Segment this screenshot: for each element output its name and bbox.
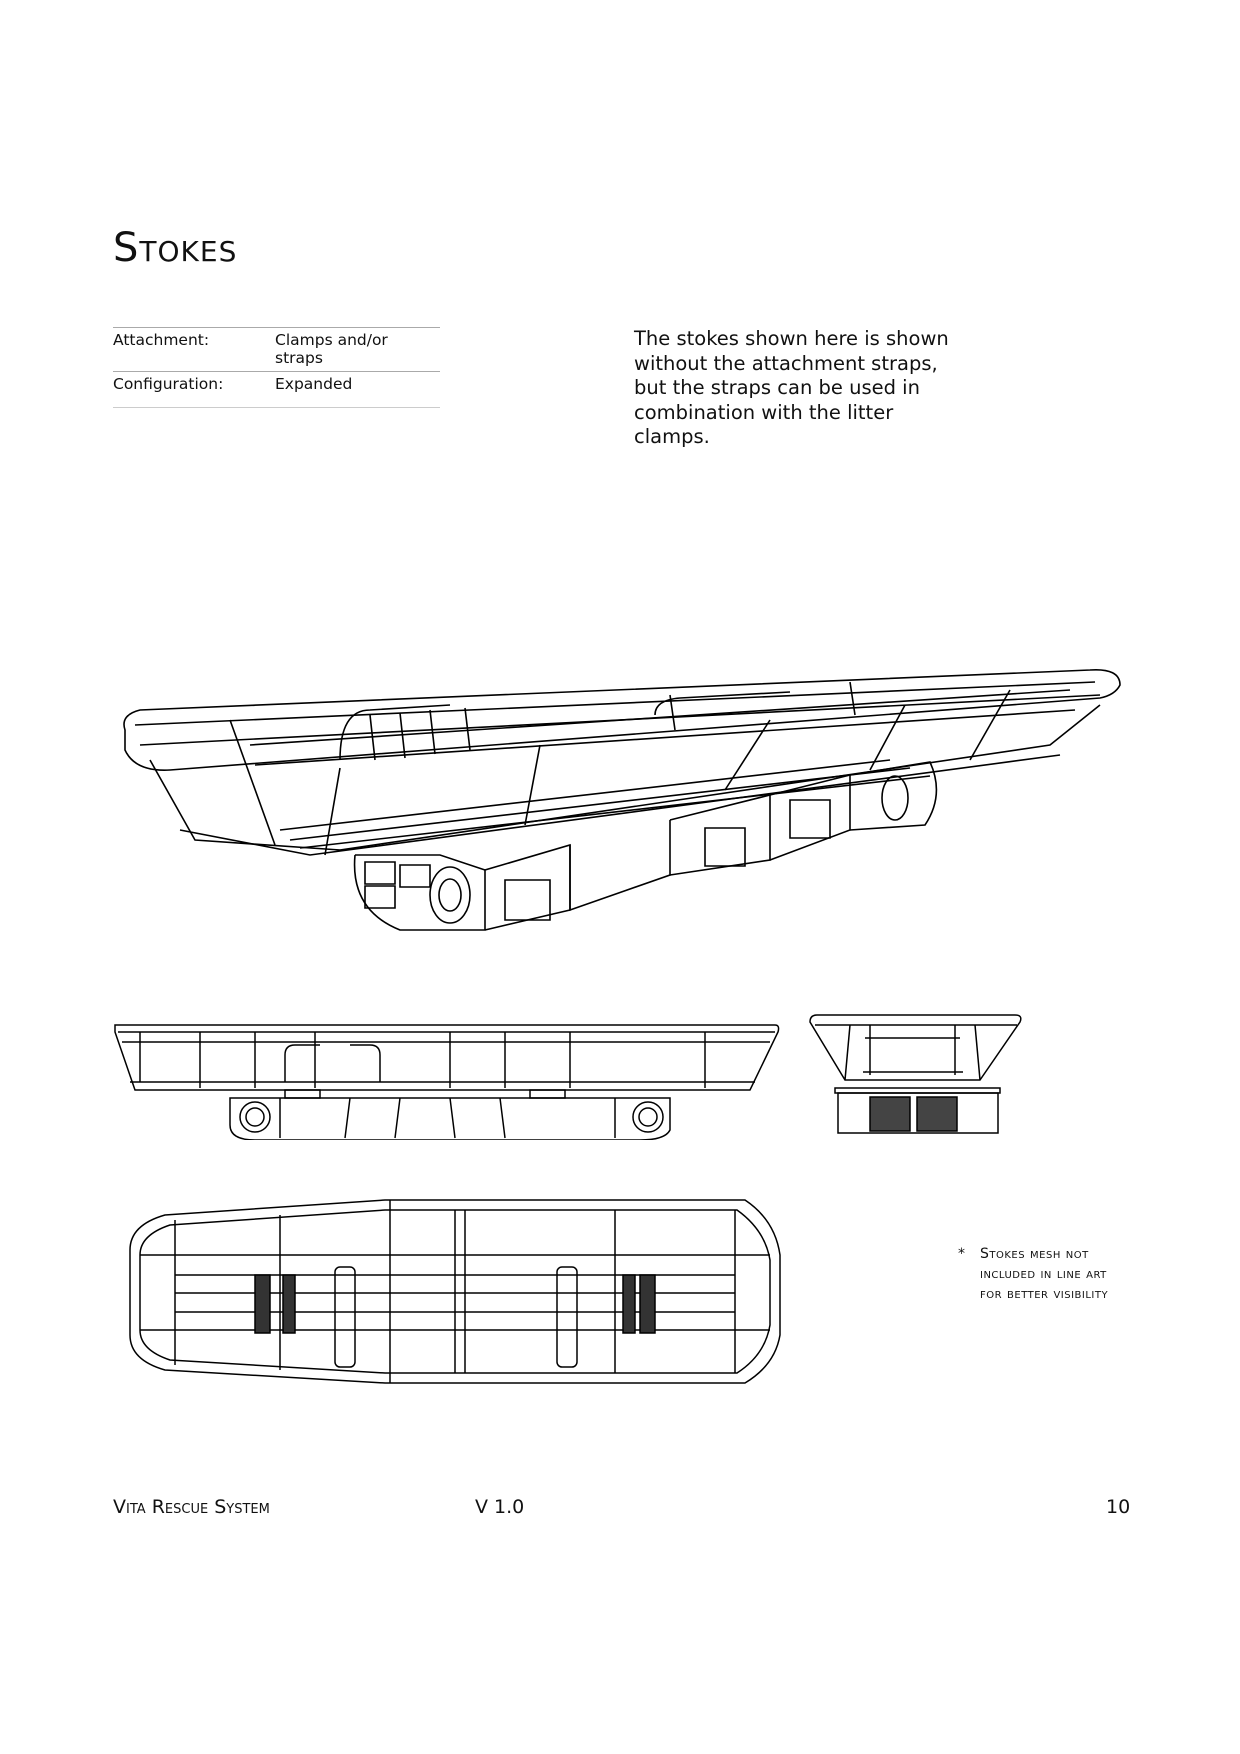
footer-system-name: Vita Rescue System: [113, 1496, 270, 1518]
spec-row-configuration: Configuration: Expanded: [113, 371, 440, 408]
spec-value: Expanded: [275, 375, 353, 393]
spec-label: Attachment:: [113, 331, 210, 349]
page-title: Stokes: [113, 225, 238, 271]
spec-label: Configuration:: [113, 375, 224, 393]
mesh-note: * Stokes mesh not included in line art f…: [958, 1244, 1130, 1304]
spec-value: Clamps and/or straps: [275, 331, 388, 367]
description-text: The stokes shown here is shown without t…: [634, 327, 949, 448]
spec-table: Attachment: Clamps and/or straps Configu…: [113, 327, 440, 408]
note-marker: *: [958, 1246, 966, 1262]
spec-row-attachment: Attachment: Clamps and/or straps: [113, 327, 440, 371]
side-elevation-drawing: Side elevation view: [110, 1010, 790, 1140]
footer-version: V 1.0: [475, 1496, 525, 1518]
isometric-drawing: Stokes basket on rescue system — isometr…: [110, 650, 1130, 950]
footer-page-number: 10: [1106, 1496, 1131, 1518]
note-text: Stokes mesh not included in line art for…: [980, 1246, 1109, 1302]
end-elevation-drawing: End elevation view: [805, 1010, 1030, 1140]
top-plan-drawing: Top plan view: [125, 1195, 790, 1390]
